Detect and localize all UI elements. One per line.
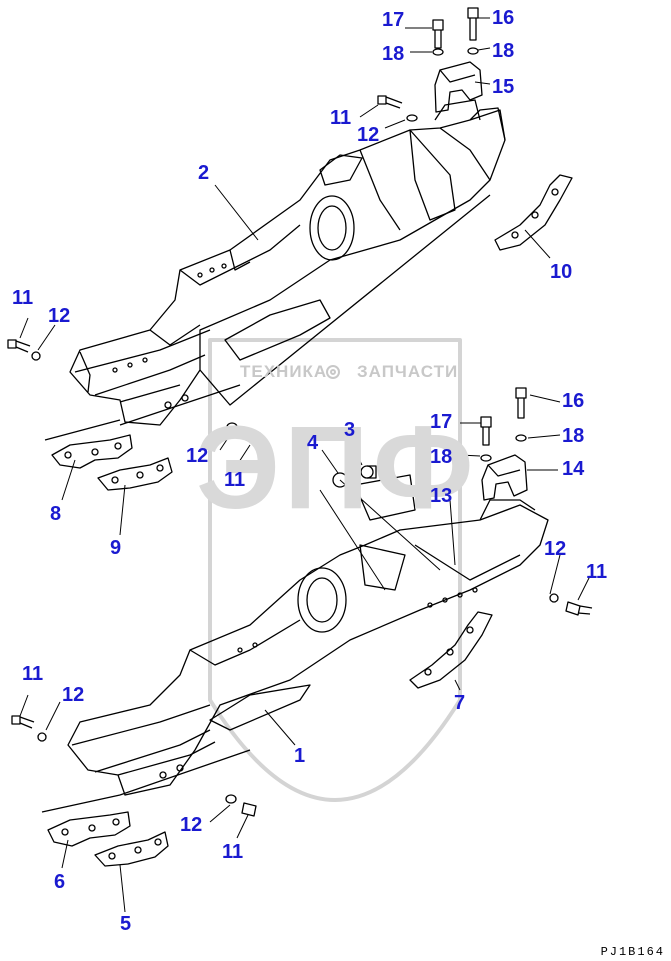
- callout-11-upper-left: 11: [12, 287, 34, 309]
- callout-12-top: 12: [357, 124, 380, 146]
- drawing-code: PJ1B164: [600, 945, 665, 959]
- callout-2: 2: [198, 162, 210, 184]
- callout-9: 9: [110, 537, 122, 559]
- callout-11-bottom: 11: [222, 841, 244, 863]
- watermark-right-word: ЗАПЧАСТИ: [357, 362, 459, 381]
- callout-8: 8: [50, 503, 62, 525]
- callout-1: 1: [294, 745, 306, 767]
- callout-12-lower-left: 12: [62, 684, 85, 706]
- lower-guard-5: [94, 831, 169, 867]
- callout-18-lower-left: 18: [430, 446, 453, 468]
- watermark-shield: [208, 338, 462, 802]
- upper-track-frame: [69, 99, 506, 426]
- callout-10: 10: [550, 261, 573, 283]
- lower-guard-7: [409, 611, 493, 689]
- callout-11-lower-left: 11: [22, 663, 44, 685]
- callout-15: 15: [492, 76, 515, 98]
- watermark-logo: ЭПФ: [196, 402, 478, 534]
- callout-12-bottom: 12: [180, 814, 203, 836]
- callout-17-lower: 17: [430, 411, 453, 433]
- callout-3: 3: [344, 419, 356, 441]
- callout-12-upper-left: 12: [48, 305, 71, 327]
- callout-7: 7: [454, 692, 466, 714]
- upper-guard-9: [97, 457, 173, 491]
- callout-6: 6: [54, 871, 66, 893]
- callout-12-lower-right: 12: [544, 538, 567, 560]
- callout-16-lower: 16: [562, 390, 585, 412]
- lower-track-frame: [67, 474, 549, 796]
- callout-11-lower-right: 11: [586, 561, 608, 583]
- upper-frame-cap: [434, 61, 483, 113]
- bolts-and-washers: [7, 7, 593, 817]
- lower-frame-cap: [481, 454, 528, 501]
- callout-12-upper-mid: 12: [186, 445, 209, 467]
- callout-11-top: 11: [330, 107, 352, 129]
- callout-18-upper-left: 18: [382, 43, 405, 65]
- callout-4: 4: [307, 432, 319, 454]
- upper-guard-10: [494, 174, 573, 251]
- lower-guard-6: [41, 794, 131, 847]
- callout-16-upper: 16: [492, 7, 515, 29]
- watermark-left-word: ТЕХНИКА: [240, 362, 328, 381]
- callout-18-lower-right: 18: [562, 425, 585, 447]
- leader-lines: [19, 17, 591, 913]
- callout-17-upper: 17: [382, 9, 405, 31]
- callout-5: 5: [120, 913, 132, 935]
- callout-11-upper-mid: 11: [224, 469, 246, 491]
- callout-13: 13: [430, 485, 453, 507]
- callout-18-upper-right: 18: [492, 40, 515, 62]
- watermark-gear-icon: [326, 365, 340, 379]
- upper-guard-8: [44, 419, 133, 469]
- callout-14: 14: [562, 458, 585, 480]
